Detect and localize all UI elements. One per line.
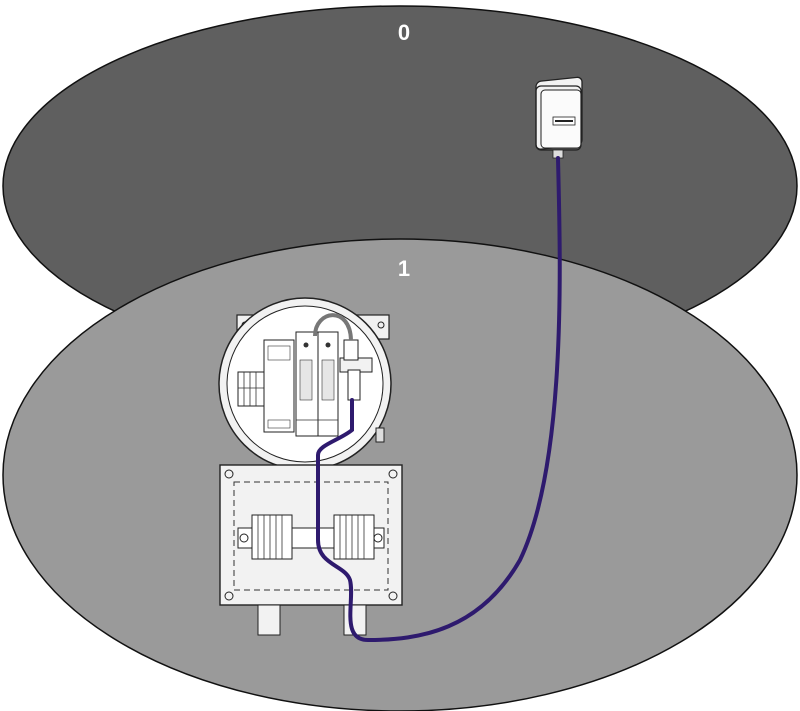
din-rail-modules: [263, 331, 339, 437]
coax-surge-protector: [339, 339, 373, 401]
zone-1-label: 1: [398, 256, 410, 281]
zone-0-label: 0: [398, 20, 410, 45]
antenna: [535, 76, 583, 159]
cable-gland-left: [257, 604, 281, 636]
coax-cable: [316, 156, 562, 643]
explosion-proof-enclosure: [218, 297, 392, 471]
terminal-block: [237, 371, 265, 407]
junction-box: [219, 464, 403, 636]
cable-gland-right: [343, 604, 367, 636]
